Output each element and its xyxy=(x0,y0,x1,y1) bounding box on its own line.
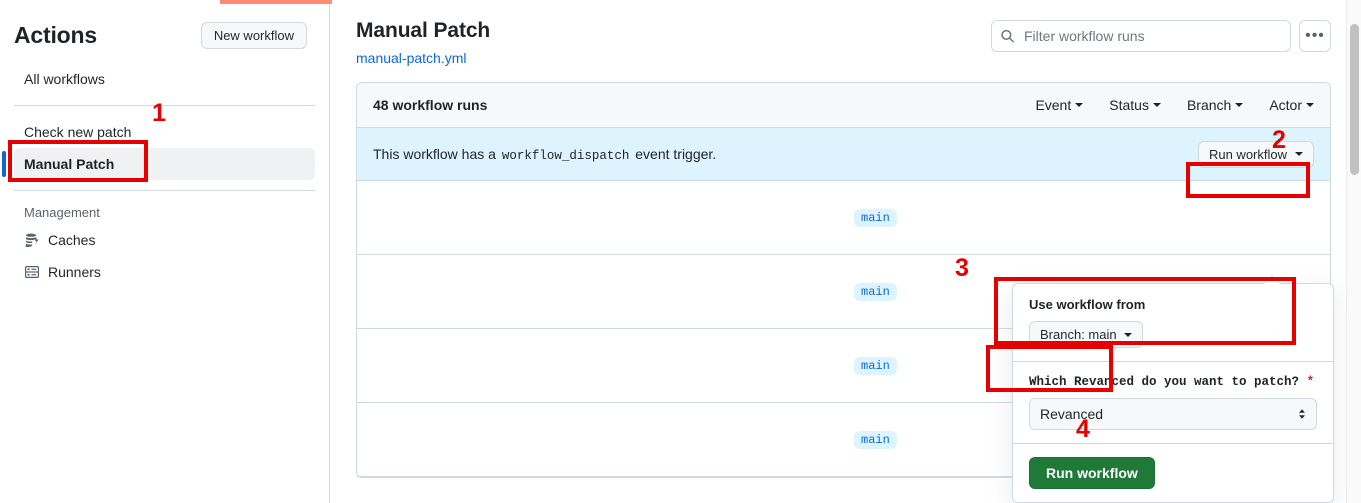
patch-target-label-text: Which Revanced do you want to patch? xyxy=(1029,375,1300,390)
branch-selector-button[interactable]: Branch: main xyxy=(1029,321,1143,349)
sidebar-item-label: Check new patch xyxy=(24,124,132,140)
main-content: Manual Patch manual-patch.yml ••• xyxy=(331,0,1361,503)
filter-branch-label: Branch xyxy=(1186,97,1232,114)
popover-input-section: Which Revanced do you want to patch? * xyxy=(1013,362,1333,443)
sidebar-divider xyxy=(14,105,315,106)
filter-branch[interactable]: Branch xyxy=(1186,97,1244,114)
branch-badge[interactable]: main xyxy=(854,208,897,227)
actions-sidebar: Actions New workflow All workflows Check… xyxy=(0,0,330,503)
page-title: Actions xyxy=(14,22,97,48)
chevron-down-icon xyxy=(1123,332,1132,337)
runs-count-label: 48 workflow runs xyxy=(373,97,488,114)
chevron-down-icon xyxy=(1235,103,1244,108)
sidebar-item-label: Caches xyxy=(48,232,96,248)
sidebar-item-caches[interactable]: Caches xyxy=(14,224,315,256)
runs-header: 48 workflow runs Event Status Branch xyxy=(357,83,1330,129)
sidebar-item-label: All workflows xyxy=(24,71,105,87)
runners-icon xyxy=(24,264,40,280)
sidebar-divider xyxy=(14,190,315,191)
workflow-file-link[interactable]: manual-patch.yml xyxy=(356,50,467,67)
more-options-button[interactable]: ••• xyxy=(1299,20,1331,52)
popover-branch-section: Use workflow from Branch: main xyxy=(1013,284,1333,361)
runs-filters: Event Status Branch Actor xyxy=(1035,97,1314,113)
chevron-down-icon xyxy=(1306,103,1314,108)
search-input[interactable] xyxy=(991,20,1291,52)
filter-actor-label: Actor xyxy=(1269,97,1302,114)
run-workflow-dropdown-button[interactable]: Run workflow xyxy=(1197,140,1314,168)
workflow-header-right: ••• xyxy=(991,20,1331,52)
patch-target-select[interactable] xyxy=(1029,398,1317,431)
table-row[interactable]: main xyxy=(357,255,1330,330)
dispatch-event-name: workflow_dispatch xyxy=(501,148,630,163)
page-load-progress-bar xyxy=(220,0,332,4)
dispatch-suffix: event trigger. xyxy=(635,145,717,162)
sidebar-item-check-new-patch[interactable]: Check new patch xyxy=(14,116,315,148)
filter-status-label: Status xyxy=(1109,97,1149,114)
sidebar-workflow-list: All workflows Check new patch Manual Pat… xyxy=(0,63,329,288)
dispatch-prefix: This workflow has a xyxy=(373,145,496,162)
required-marker: * xyxy=(1306,375,1315,390)
patch-target-field-label: Which Revanced do you want to patch? * xyxy=(1029,375,1317,389)
submit-run-workflow-button[interactable]: Run workflow xyxy=(1029,457,1155,490)
workflow-header-left: Manual Patch manual-patch.yml xyxy=(356,18,490,66)
branch-badge[interactable]: main xyxy=(854,282,897,301)
workflow-runs-panel: 48 workflow runs Event Status Branch xyxy=(356,82,1334,503)
workflow-dispatch-banner: This workflow has a workflow_dispatch ev… xyxy=(357,128,1330,182)
branch-selector-label: Branch: main xyxy=(1040,327,1117,343)
popover-submit-section: Run workflow xyxy=(1013,444,1333,502)
run-workflow-dropdown-label: Run workflow xyxy=(1208,146,1287,162)
page-scrollbar-track[interactable] xyxy=(1346,0,1361,503)
table-row[interactable]: main xyxy=(357,181,1330,256)
popover-divider xyxy=(1013,443,1333,445)
patch-target-select-wrapper xyxy=(1029,398,1317,431)
filter-status[interactable]: Status xyxy=(1109,97,1161,113)
cache-icon xyxy=(24,232,40,248)
sidebar-header: Actions New workflow xyxy=(0,0,329,49)
sidebar-item-label: Manual Patch xyxy=(24,156,115,172)
chevron-down-icon xyxy=(1295,152,1303,157)
branch-badge[interactable]: main xyxy=(854,356,897,375)
sidebar-item-manual-patch[interactable]: Manual Patch xyxy=(2,148,315,180)
workflow-header: Manual Patch manual-patch.yml ••• xyxy=(331,0,1361,66)
workflow-title: Manual Patch xyxy=(356,19,491,42)
chevron-down-icon xyxy=(1075,103,1084,108)
run-workflow-popover: Use workflow from Branch: main Which Rev… xyxy=(1012,275,1334,503)
filter-event-label: Event xyxy=(1035,97,1072,114)
sidebar-item-all-workflows[interactable]: All workflows xyxy=(14,63,315,95)
dispatch-banner-text: This workflow has a workflow_dispatch ev… xyxy=(373,146,716,163)
popover-divider xyxy=(1013,361,1333,363)
search-wrapper xyxy=(991,20,1291,52)
branch-badge[interactable]: main xyxy=(854,430,897,449)
sidebar-item-label: Runners xyxy=(48,264,101,280)
filter-event[interactable]: Event xyxy=(1035,97,1084,114)
new-workflow-button[interactable]: New workflow xyxy=(200,22,307,49)
filter-actor[interactable]: Actor xyxy=(1269,97,1314,113)
page-scrollbar-thumb[interactable] xyxy=(1350,24,1359,175)
use-workflow-from-label: Use workflow from xyxy=(1029,297,1146,313)
chevron-down-icon xyxy=(1152,103,1161,108)
sidebar-group-management-title: Management xyxy=(24,205,100,220)
sidebar-item-runners[interactable]: Runners xyxy=(14,256,315,288)
